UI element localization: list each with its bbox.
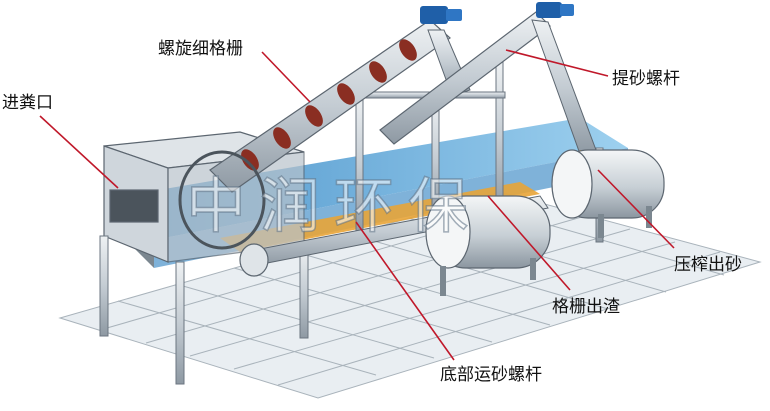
leader-bottom-screw [355,221,455,361]
watermark-text: 中润环保 [185,171,482,243]
leader-lines [39,49,675,361]
leader-press-sand [597,169,675,249]
label-fine-screen: 螺旋细格栅 [158,39,243,59]
press-drum [551,149,665,238]
label-lift-screw: 提砂螺杆 [612,69,680,89]
leader-fine-screen [261,51,311,103]
label-bottom-screw: 底部运砂螺杆 [440,365,542,385]
leader-screen-slag [487,195,571,291]
label-screen-slag: 格栅出渣 [552,297,620,317]
label-inlet: 进粪口 [2,93,53,113]
label-press-sand: 压榨出砂 [674,255,742,275]
slag-drum [425,195,551,296]
inlet-hopper [103,131,305,263]
leader-inlet [39,115,119,189]
lift-motor [536,2,562,18]
leader-lift-screw [505,49,609,77]
screen-motor [420,6,448,24]
